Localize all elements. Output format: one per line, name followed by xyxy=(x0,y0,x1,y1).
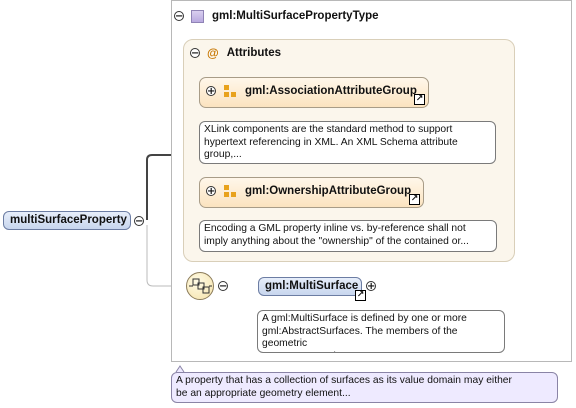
root-connector xyxy=(146,154,186,220)
sequence-compositor[interactable] xyxy=(186,272,214,300)
attribute-group-icon xyxy=(224,185,236,197)
child-element-note: A gml:MultiSurface is defined by one or … xyxy=(257,310,505,353)
ownership-group-note: Encoding a GML property inline vs. by-re… xyxy=(199,220,497,252)
type-collapse-toggle[interactable]: − xyxy=(174,11,184,22)
association-group-note: XLink components are the standard method… xyxy=(199,121,496,164)
attributes-title: Attributes xyxy=(226,47,282,59)
association-group-expand-toggle[interactable]: + xyxy=(206,86,216,97)
sequence-compositor-icon xyxy=(189,278,212,294)
complex-type-icon xyxy=(191,9,204,23)
root-element-collapse-toggle[interactable]: − xyxy=(134,216,144,227)
attribute-at-icon: @ xyxy=(207,46,219,60)
link-arrow-icon[interactable]: ↗ xyxy=(355,290,366,301)
root-element-note: A property that has a collection of surf… xyxy=(171,372,558,403)
child-element-expand-toggle[interactable]: + xyxy=(366,281,376,292)
attributes-header: − @ Attributes xyxy=(190,45,281,61)
root-element-multisurfaceproperty[interactable]: multiSurfaceProperty xyxy=(3,211,131,230)
complex-type-title: gml:MultiSurfacePropertyType xyxy=(212,10,379,22)
link-arrow-icon[interactable]: ↗ xyxy=(409,194,420,205)
attribute-group-icon xyxy=(224,85,236,97)
root-note-pointer xyxy=(175,365,185,373)
association-group-row: + gml:AssociationAttributeGroup xyxy=(206,85,417,97)
child-element-multisurface[interactable]: gml:MultiSurface xyxy=(258,277,362,296)
association-attribute-group[interactable]: + gml:AssociationAttributeGroup ↗ xyxy=(199,77,429,108)
association-group-label: gml:AssociationAttributeGroup xyxy=(245,85,417,97)
link-arrow-icon[interactable]: ↗ xyxy=(414,94,425,105)
attributes-collapse-toggle[interactable]: − xyxy=(190,48,200,59)
sequence-collapse-toggle[interactable]: − xyxy=(218,281,228,292)
ownership-attribute-group[interactable]: + gml:OwnershipAttributeGroup ↗ xyxy=(199,177,424,208)
ownership-group-label: gml:OwnershipAttributeGroup xyxy=(245,185,412,197)
ownership-group-expand-toggle[interactable]: + xyxy=(206,186,216,197)
sequence-connector-line xyxy=(146,225,185,287)
ownership-group-row: + gml:OwnershipAttributeGroup xyxy=(206,185,411,197)
complex-type-header: − gml:MultiSurfacePropertyType xyxy=(174,7,379,25)
